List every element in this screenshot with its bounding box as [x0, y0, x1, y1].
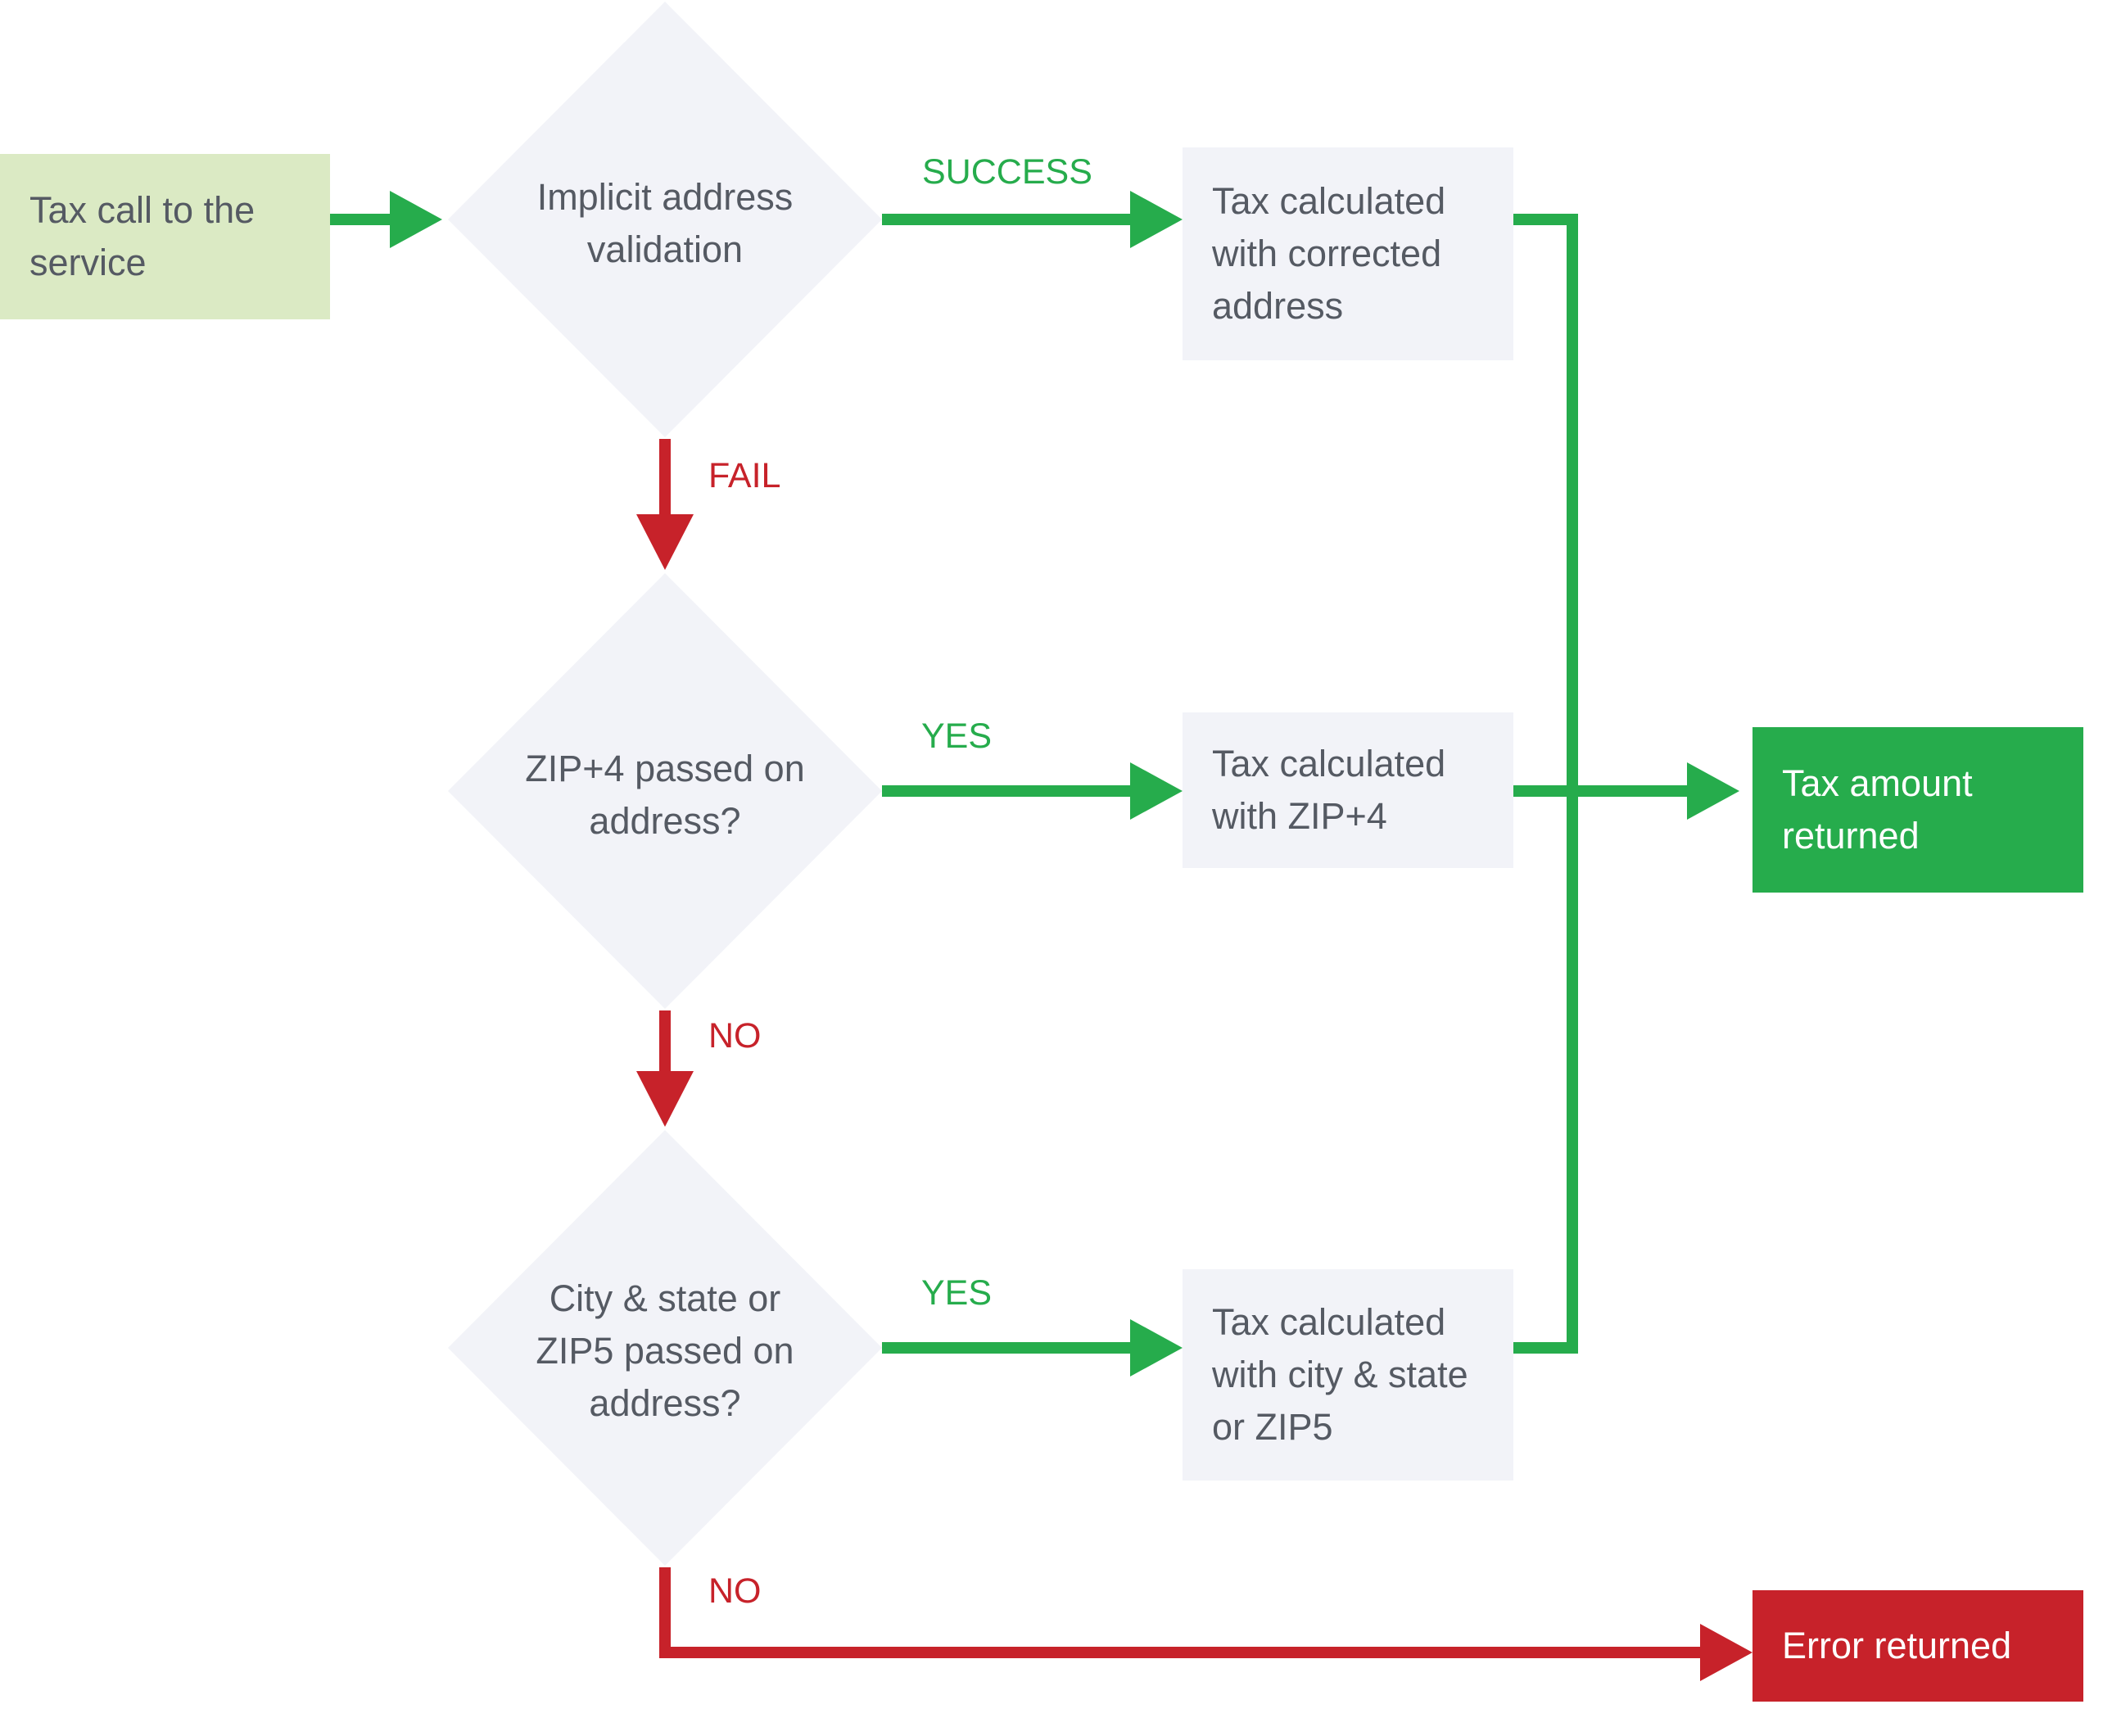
end-error-returned: Error returned	[1752, 1590, 2083, 1702]
arrow-no-zip4	[636, 1010, 694, 1127]
decision-diamond-implicit-validation	[448, 2, 882, 437]
decision-diamond-city-state	[448, 1130, 882, 1566]
start-node-label: Tax call to the service	[29, 189, 256, 283]
edge-label-yes-city: YES	[921, 1273, 993, 1313]
result-corrected-address-label: Tax calculated with corrected address	[1212, 180, 1446, 327]
result-zip4: Tax calculated with ZIP+4	[1183, 712, 1513, 868]
arrow-yes-zip4	[882, 762, 1183, 820]
edge-label-success: SUCCESS	[922, 152, 1092, 192]
decision-diamond-zip4	[448, 573, 882, 1009]
end-tax-amount-returned: Tax amount returned	[1752, 727, 2083, 893]
edge-label-no-city: NO	[708, 1571, 762, 1611]
edge-label-no-zip4: NO	[708, 1016, 762, 1056]
arrow-fail	[636, 439, 694, 570]
decision-city-label: City & state or ZIP5 passed on address?	[536, 1277, 794, 1424]
arrow-no-city-to-error	[659, 1567, 1752, 1681]
end-tax-amount-returned-label: Tax amount returned	[1782, 762, 1973, 857]
arrow-yes-city	[882, 1319, 1183, 1377]
result-city-state: Tax calculated with city & state or ZIP5	[1183, 1269, 1513, 1481]
result-corrected-address: Tax calculated with corrected address	[1183, 147, 1513, 360]
end-error-returned-label: Error returned	[1782, 1625, 2012, 1666]
result-city-state-label: Tax calculated with city & state or ZIP5	[1212, 1301, 1468, 1448]
connector-merge-to-tax-amount	[1513, 214, 1739, 1354]
edge-label-fail: FAIL	[708, 456, 781, 495]
arrow-start-to-validation	[330, 191, 442, 248]
arrow-success	[882, 191, 1183, 248]
edge-label-yes-zip4: YES	[921, 717, 993, 756]
decision-zip4-label: ZIP+4 passed on address?	[525, 748, 805, 842]
decision-implicit-label: Implicit address validation	[536, 176, 794, 270]
start-node: Tax call to the service	[0, 154, 330, 319]
result-zip4-label: Tax calculated with ZIP+4	[1212, 743, 1446, 837]
